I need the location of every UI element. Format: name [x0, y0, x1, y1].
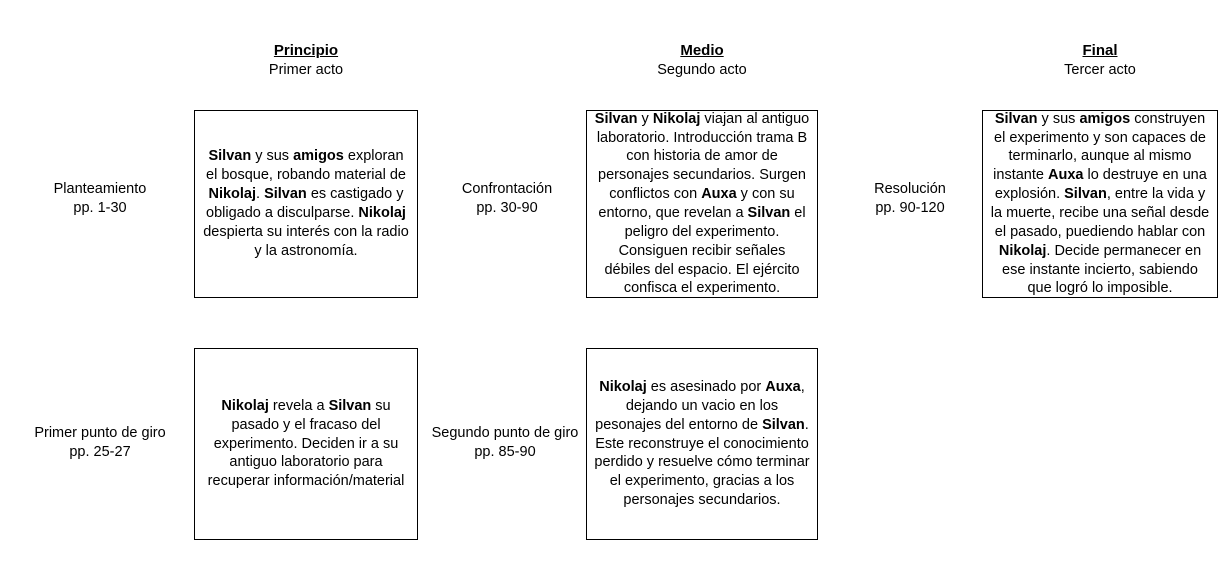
story-box-primer-punto-de-giro-text: Nikolaj revela a Silvan su pasado y el f…: [207, 397, 405, 490]
stage-label-planteamiento: Planteamiento pp. 1-30: [10, 180, 190, 218]
story-box-segundo-punto-de-giro: Nikolaj es asesinado por Auxa, dejando u…: [586, 348, 818, 540]
column-header-final-subtitle: Tercer acto: [1064, 61, 1136, 78]
story-box-planteamiento: Silvan y sus amigos exploran el bosque, …: [194, 110, 418, 298]
stage-label-segundo-punto-de-giro: Segundo punto de giro pp. 85-90: [424, 424, 586, 462]
story-box-planteamiento-text: Silvan y sus amigos exploran el bosque, …: [203, 148, 409, 259]
story-box-segundo-punto-de-giro-text: Nikolaj es asesinado por Auxa, dejando u…: [594, 379, 810, 509]
column-header-final: Final Tercer acto: [982, 41, 1218, 79]
column-header-final-title: Final: [1082, 42, 1118, 59]
stage-label-confrontacion-name: Confrontación: [461, 181, 553, 197]
stage-label-resolucion-name: Resolución: [874, 181, 946, 197]
stage-label-planteamiento-name: Planteamiento: [53, 181, 147, 197]
stage-label-primer-punto-de-giro: Primer punto de giro pp. 25-27: [6, 424, 194, 462]
stage-label-confrontacion-pages: pp. 30-90: [476, 200, 538, 217]
column-header-principio: Principio Primer acto: [194, 41, 418, 79]
story-box-confrontacion: Silvan y Nikolaj viajan al antiguo labor…: [586, 110, 818, 298]
stage-label-primer-punto-de-giro-name: Primer punto de giro: [34, 425, 166, 441]
column-header-medio: Medio Segundo acto: [586, 41, 818, 79]
column-header-medio-subtitle: Segundo acto: [657, 61, 747, 78]
stage-label-planteamiento-pages: pp. 1-30: [73, 200, 127, 217]
stage-label-resolucion-pages: pp. 90-120: [875, 200, 945, 217]
stage-label-primer-punto-de-giro-pages: pp. 25-27: [69, 444, 131, 461]
column-header-principio-title: Principio: [273, 42, 339, 59]
stage-label-confrontacion: Confrontación pp. 30-90: [428, 180, 586, 218]
column-header-medio-title: Medio: [680, 42, 724, 59]
story-box-primer-punto-de-giro: Nikolaj revela a Silvan su pasado y el f…: [194, 348, 418, 540]
story-box-confrontacion-text: Silvan y Nikolaj viajan al antiguo labor…: [594, 110, 810, 297]
stage-label-segundo-punto-de-giro-name: Segundo punto de giro: [431, 425, 579, 441]
column-header-principio-subtitle: Primer acto: [268, 61, 344, 78]
stage-label-resolucion: Resolución pp. 90-120: [838, 180, 982, 218]
story-box-resolucion: Silvan y sus amigos construyen el experi…: [982, 110, 1218, 298]
story-box-resolucion-text: Silvan y sus amigos construyen el experi…: [990, 110, 1210, 297]
stage-label-segundo-punto-de-giro-pages: pp. 85-90: [474, 444, 536, 461]
